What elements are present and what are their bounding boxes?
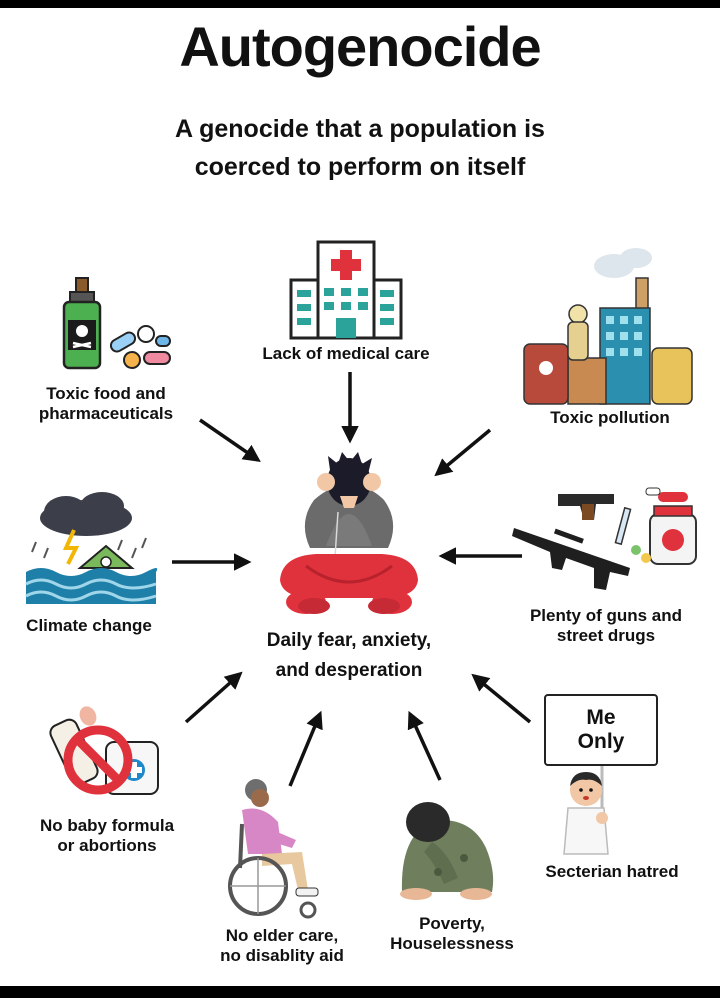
label-elder: No elder care, no disablity aid bbox=[220, 926, 344, 965]
poverty-person-icon bbox=[400, 802, 494, 900]
arrow-hatred bbox=[471, 673, 532, 724]
poison-bottle-icon bbox=[62, 277, 171, 370]
label-medical: Lack of medical care bbox=[262, 344, 430, 363]
page-subtitle: A genocide that a population is coerced … bbox=[175, 115, 545, 181]
factory-pollution-icon bbox=[523, 248, 693, 405]
sign-text: Me Only bbox=[577, 706, 625, 753]
label-climate: Climate change bbox=[26, 616, 152, 635]
sign-holder-person-icon bbox=[563, 766, 609, 855]
hospital-icon bbox=[289, 240, 403, 340]
arrow-pollution bbox=[434, 428, 492, 477]
wheelchair-elder-icon bbox=[228, 779, 319, 919]
anxious-person-icon bbox=[280, 452, 418, 614]
label-pollution: Toxic pollution bbox=[550, 408, 670, 427]
storm-flood-icon bbox=[25, 492, 158, 604]
page-title: Autogenocide bbox=[179, 15, 541, 78]
arrow-poverty bbox=[407, 710, 442, 781]
label-food: Toxic food and pharmaceuticals bbox=[38, 384, 174, 423]
label-guns: Plenty of guns and street drugs bbox=[529, 606, 683, 645]
arrow-elder bbox=[288, 710, 323, 787]
label-hatred: Secterian hatred bbox=[545, 862, 679, 881]
arrow-food bbox=[199, 418, 261, 462]
guns-drugs-icon bbox=[512, 487, 697, 590]
label-baby: No baby formula or abortions bbox=[39, 816, 175, 855]
center-label: Daily fear, anxiety, and desperation bbox=[266, 630, 432, 681]
no-baby-formula-icon bbox=[49, 706, 159, 795]
me-only-sign: Me Only bbox=[544, 694, 658, 766]
arrow-baby bbox=[184, 671, 243, 724]
label-poverty: Poverty, Houselessness bbox=[390, 914, 514, 953]
